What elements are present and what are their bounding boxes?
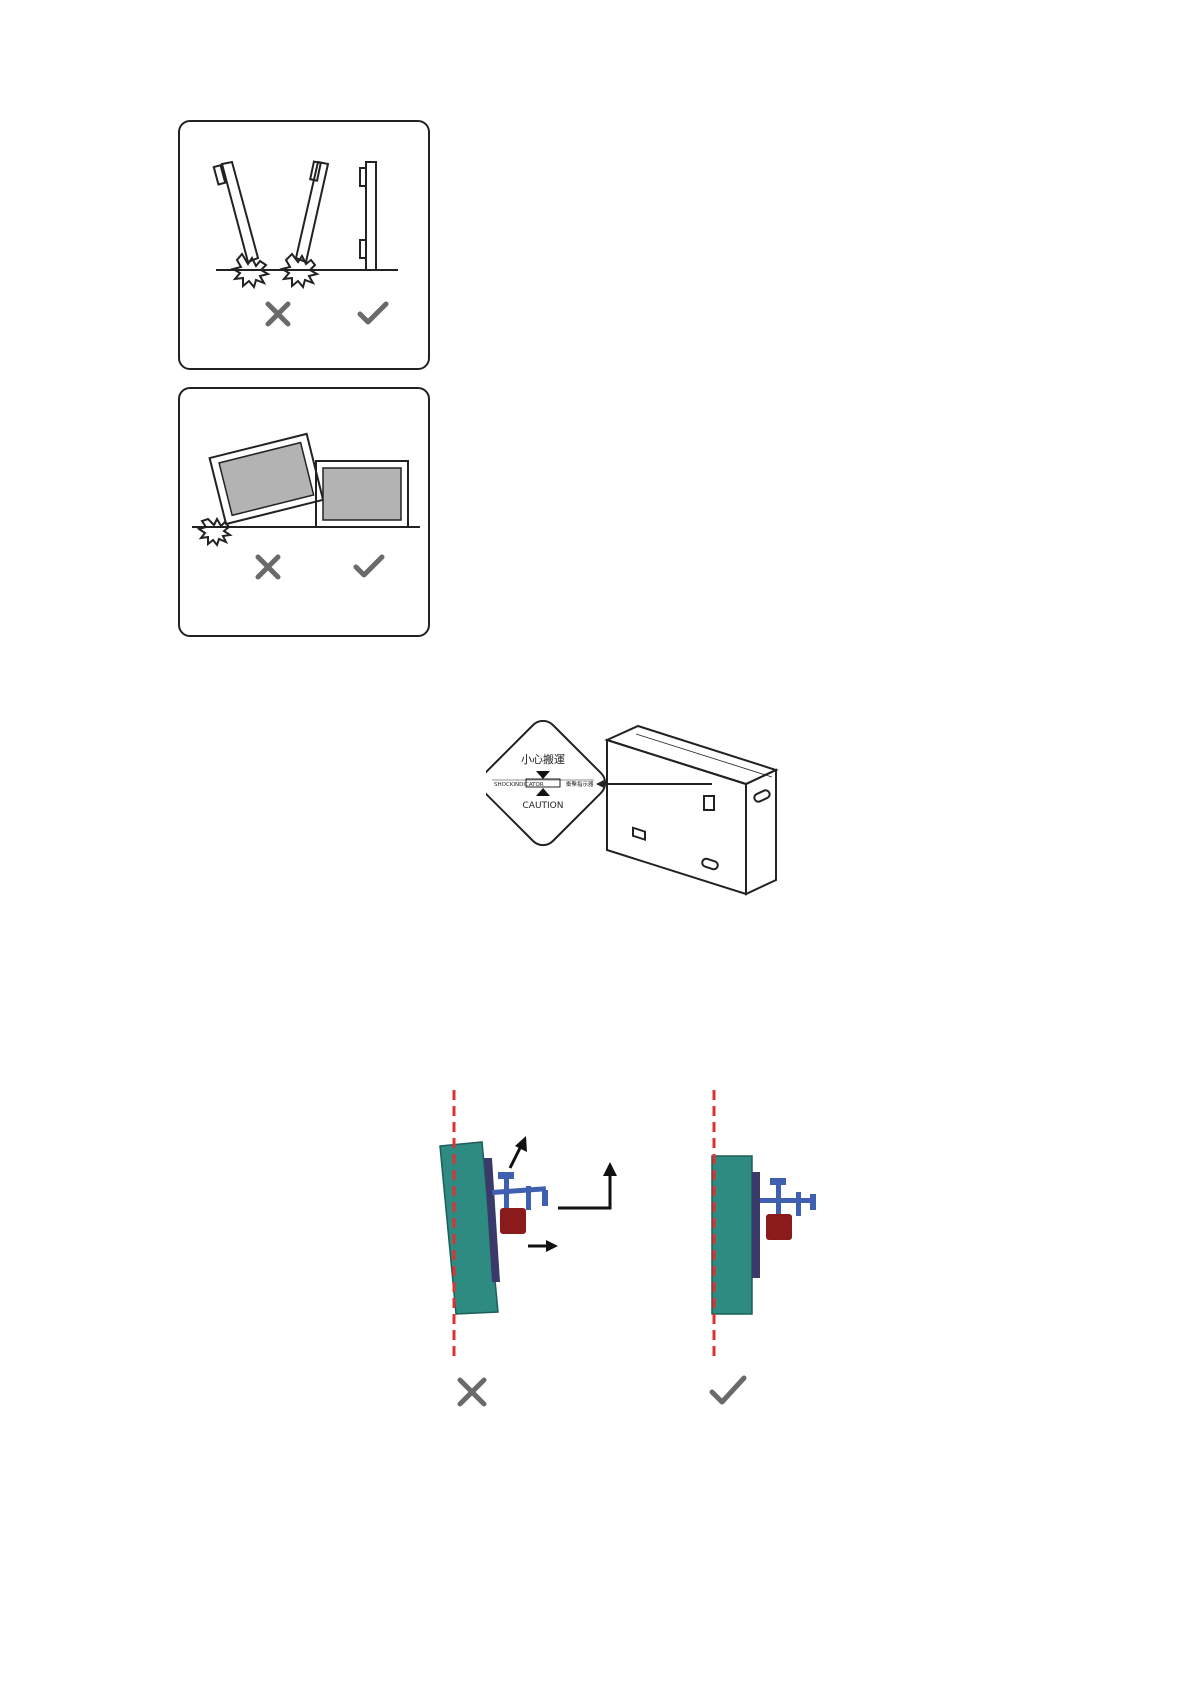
vertical-mount-right	[712, 1156, 816, 1314]
upright-handling-illustration	[180, 122, 432, 372]
tilted-display-left	[214, 162, 268, 287]
check-icon	[356, 557, 382, 575]
triangle-down-icon	[536, 771, 550, 779]
wall-mount-plumb-illustration	[400, 1060, 840, 1430]
label-left-text: SHOCKINDICATOR	[494, 782, 544, 788]
cross-icon	[258, 557, 278, 577]
label-bottom-text: CAUTION	[523, 801, 564, 811]
label-right-text: 衝擊指示器	[566, 780, 594, 788]
label-top-text: 小心搬運	[521, 752, 565, 766]
package-shock-indicator-illustration: 小心搬運 SHOCKINDICATOR 衝擊指示器 CAUTION	[486, 720, 786, 900]
flat-handling-illustration	[180, 389, 432, 639]
arrow-elbow-up	[558, 1172, 610, 1208]
level-display	[316, 461, 408, 527]
cross-icon	[460, 1380, 484, 1404]
triangle-up-icon	[536, 788, 550, 796]
arrow-head-icon	[596, 780, 604, 788]
flat-handling-panel	[178, 387, 430, 637]
cross-icon	[268, 304, 288, 324]
shipping-box	[607, 726, 776, 894]
upright-display	[360, 162, 376, 270]
check-icon	[712, 1378, 744, 1402]
shock-indicator-label: 小心搬運 SHOCKINDICATOR 衝擊指示器 CAUTION	[486, 720, 611, 851]
tilted-display	[210, 434, 323, 524]
display-body	[712, 1156, 752, 1314]
mount-plate	[752, 1172, 760, 1278]
check-icon	[360, 304, 386, 322]
upright-handling-panel	[178, 120, 430, 370]
bracket-arm	[492, 1186, 546, 1195]
weight-block	[500, 1208, 526, 1234]
weight-block	[766, 1214, 792, 1240]
tilted-display-right	[282, 162, 328, 287]
impact-burst	[199, 519, 230, 545]
tilted-mount-wrong	[440, 1136, 617, 1314]
bracket-arm	[760, 1198, 814, 1203]
